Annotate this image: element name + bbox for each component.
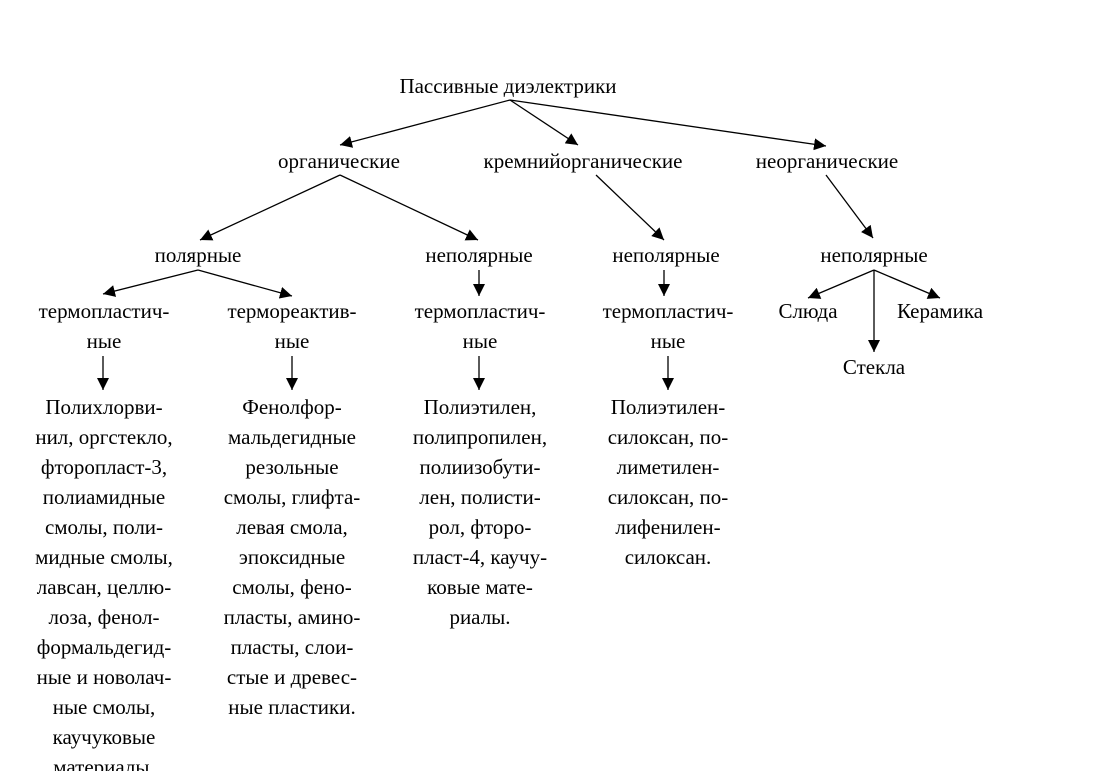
example-line: смолы, глифта- <box>223 485 361 509</box>
example-line: полиизобути- <box>419 455 541 479</box>
example-line: пласты, слои- <box>230 635 354 659</box>
example-line: Полиэтилен- <box>610 395 726 419</box>
example-line: Полиэтилен, <box>423 395 537 419</box>
node-line: ные <box>86 329 122 353</box>
example-line: ные и новолач- <box>36 665 172 689</box>
edge-organic-polar <box>199 174 341 241</box>
node-line: термореактив- <box>227 299 357 323</box>
node-line: ные <box>274 329 310 353</box>
example-line: формальдегид- <box>36 635 172 659</box>
example-line: лоза, фенол- <box>48 605 160 629</box>
example-line: пласты, амино- <box>223 605 361 629</box>
edge-inorganic-ceramics <box>873 269 941 299</box>
node-line: термопластич- <box>414 299 546 323</box>
examples-thermoplastic-nonpolar: Полиэтилен, полипропилен, полиизобути- л… <box>413 392 547 632</box>
node-ceramics: Керамика <box>896 299 984 323</box>
edge-organosilicon-nonpolar <box>595 174 665 241</box>
example-line: полипропилен, <box>412 425 548 449</box>
example-line: силоксан. <box>624 545 712 569</box>
example-line: ковые мате- <box>427 575 533 599</box>
example-line: каучуковые <box>52 725 156 749</box>
example-line: рол, фторо- <box>428 515 532 539</box>
example-line: эпоксидные <box>238 545 346 569</box>
node-glass: Стекла <box>842 355 906 379</box>
example-line: ные смолы, <box>52 695 156 719</box>
examples-thermoset-polar: Фенолфор- мальдегидные резольные смолы, … <box>224 392 361 722</box>
edge-root-organic <box>339 99 511 148</box>
node-thermoplastic-organosilicon: термопластич- ные <box>603 296 734 356</box>
node-inorganic: неорганические <box>755 149 899 173</box>
node-line: термопластич- <box>38 299 170 323</box>
node-thermoplastic-polar: термопластич- ные <box>39 296 170 356</box>
example-line: смолы, фено- <box>232 575 352 599</box>
node-line: термопластич- <box>602 299 734 323</box>
example-line: полиамидные <box>42 485 166 509</box>
example-line: мидные смолы, <box>35 545 173 569</box>
edge-inorganic-mica <box>807 269 875 299</box>
example-line: лавсан, целлю- <box>36 575 172 599</box>
example-line: ные пластики. <box>228 695 356 719</box>
node-nonpolar-organosilicon: неполярные <box>612 243 720 267</box>
edge-inorganic-nonpolar <box>825 174 874 239</box>
node-mica: Слюда <box>778 299 838 323</box>
example-line: лиметилен- <box>616 455 720 479</box>
node-organic: органические <box>278 149 400 173</box>
node-line: ные <box>650 329 686 353</box>
example-line: Фенолфор- <box>242 395 342 419</box>
example-line: мальдегидные <box>228 425 356 449</box>
node-nonpolar-organic: неполярные <box>425 243 533 267</box>
example-line: смолы, поли- <box>44 515 164 539</box>
example-line: силоксан, по- <box>607 425 729 449</box>
example-line: фторопласт-3, <box>40 455 168 479</box>
node-polar: полярные <box>154 243 242 267</box>
examples-thermoplastic-polar: Полихлорви- нил, оргстекло, фторопласт-3… <box>35 392 173 771</box>
examples-thermoplastic-organosilicon: Полиэтилен- силоксан, по- лиметилен- сил… <box>608 392 729 572</box>
edge-polar-thermoset <box>197 269 293 299</box>
node-thermoset-polar: термореактив- ные <box>227 296 356 356</box>
edge-organic-nonpolar <box>339 174 479 241</box>
root-node: Пассивные диэлектрики <box>399 74 617 98</box>
example-line: лифенилен- <box>615 515 721 539</box>
example-line: риалы. <box>449 605 511 629</box>
example-line: материалы. <box>53 755 155 771</box>
edge-root-inorganic <box>509 99 827 151</box>
node-line: ные <box>462 329 498 353</box>
example-line: Полихлорви- <box>45 395 163 419</box>
example-line: лен, полисти- <box>419 485 541 509</box>
example-line: пласт-4, каучу- <box>412 545 548 569</box>
node-thermoplastic-nonpolar: термопластич- ные <box>415 296 546 356</box>
example-line: левая смола, <box>236 515 348 539</box>
example-line: резольные <box>245 455 339 479</box>
node-organosilicon: кремнийорганические <box>483 149 683 173</box>
edge-polar-thermoplastic <box>102 269 199 297</box>
node-nonpolar-inorganic: неполярные <box>820 243 928 267</box>
edge-root-organosilicon <box>509 99 579 146</box>
example-line: стые и древес- <box>226 665 358 689</box>
example-line: нил, оргстекло, <box>35 425 173 449</box>
example-line: силоксан, по- <box>607 485 729 509</box>
